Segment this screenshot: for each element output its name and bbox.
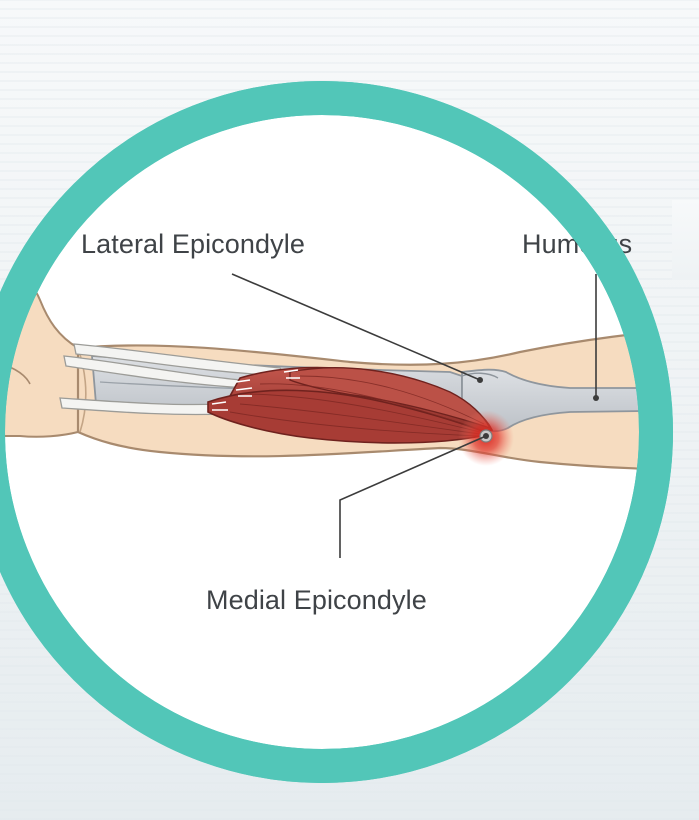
lateral-epicondyle-label: Lateral Epicondyle — [81, 229, 305, 260]
humerus-label: Humerus — [522, 229, 632, 260]
medial-epicondyle-label: Medial Epicondyle — [206, 585, 427, 616]
label-mask — [672, 200, 699, 280]
